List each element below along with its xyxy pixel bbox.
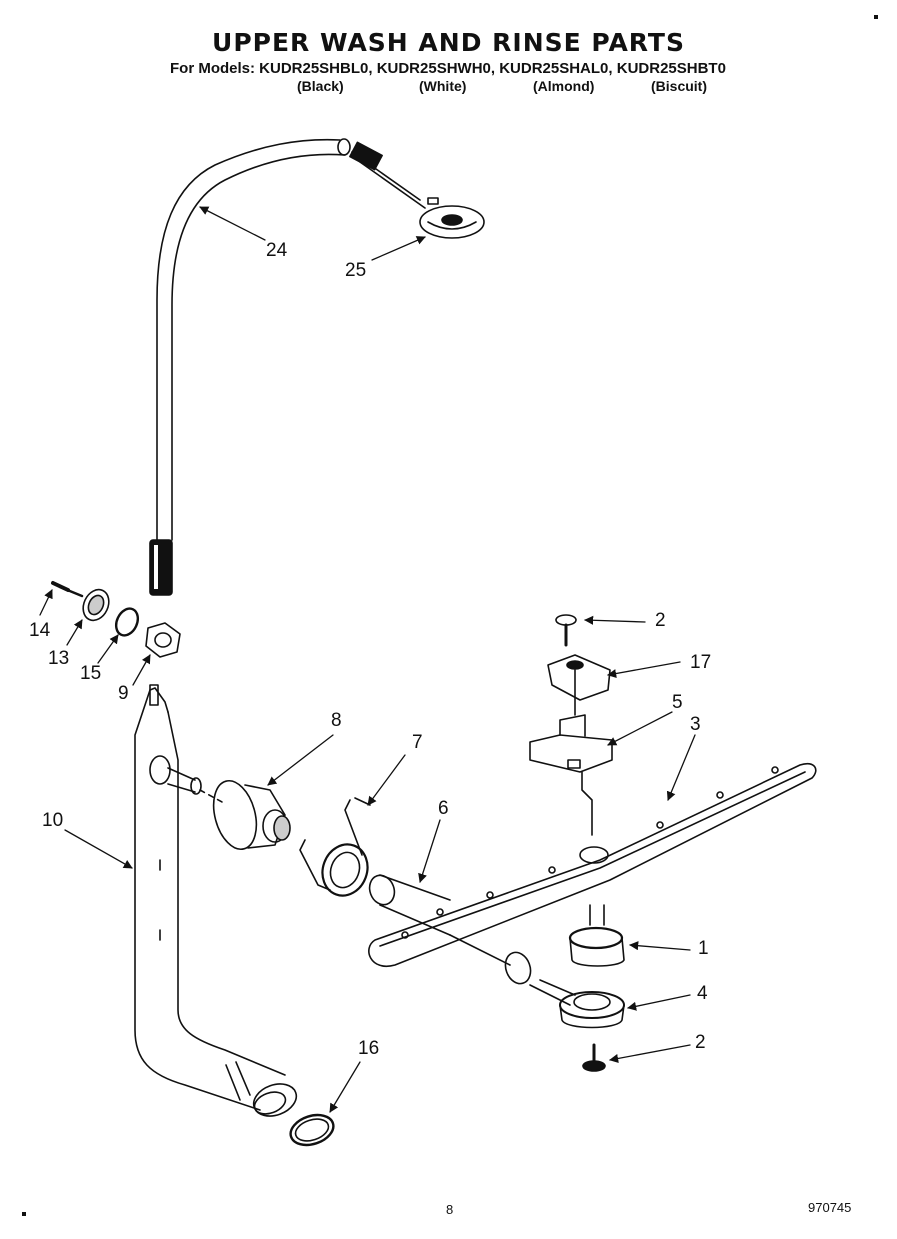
callout-2-bottom: 2 [695,1032,706,1053]
color-biscuit: (Biscuit) [651,78,707,94]
callout-15: 15 [80,663,102,684]
callout-7: 7 [412,732,423,753]
callout-6: 6 [438,798,449,819]
page-number: 8 [446,1202,454,1217]
color-black: (Black) [297,78,344,94]
callout-25: 25 [345,260,367,281]
manifold-part-8 [212,779,291,851]
callout-5: 5 [672,692,683,713]
callout-13: 13 [48,648,70,669]
screw-part-2-bottom [582,1043,606,1072]
callout-3: 3 [690,714,701,735]
bolt-part-14 [51,581,84,598]
callout-8: 8 [331,710,342,731]
callout-16: 16 [358,1038,380,1059]
corner-mark-left [22,1212,26,1216]
washer-part-13 [82,588,110,622]
callout-1: 1 [698,938,709,959]
callout-10: 10 [42,810,64,831]
leader-arrows [39,206,696,1113]
callout-17: 17 [690,652,712,673]
assembly-line [199,789,223,803]
spray-arm-part-3 [368,762,817,968]
page-title: UPPER WASH AND RINSE PARTS [212,28,685,57]
callout-2-top: 2 [655,610,666,631]
clip-part-7 [299,797,371,897]
models-line: For Models: KUDR25SHBL0, KUDR25SHWH0, KU… [170,60,726,77]
nut-part-9 [145,622,181,658]
wash-tube-part-6 [368,874,576,1006]
supply-tube-part-10 [134,684,298,1117]
spray-tube-part-24 [149,138,351,596]
color-white: (White) [419,78,467,94]
hub-part-17 [547,654,611,716]
callout-4: 4 [697,983,708,1004]
callout-9: 9 [118,683,129,704]
spray-head-part-25 [349,141,485,239]
callout-14: 14 [29,620,51,641]
bracket-part-5 [529,714,613,836]
nut-part-4 [559,991,625,1029]
o-ring-part-15 [114,607,140,637]
callout-24: 24 [266,240,288,261]
diagram-code: 970745 [808,1200,852,1215]
color-almond: (Almond) [533,78,595,94]
screw-part-2-top [555,614,577,647]
corner-mark-right [874,15,878,19]
bearing-part-1 [568,904,625,967]
o-ring-part-16 [289,1113,335,1147]
